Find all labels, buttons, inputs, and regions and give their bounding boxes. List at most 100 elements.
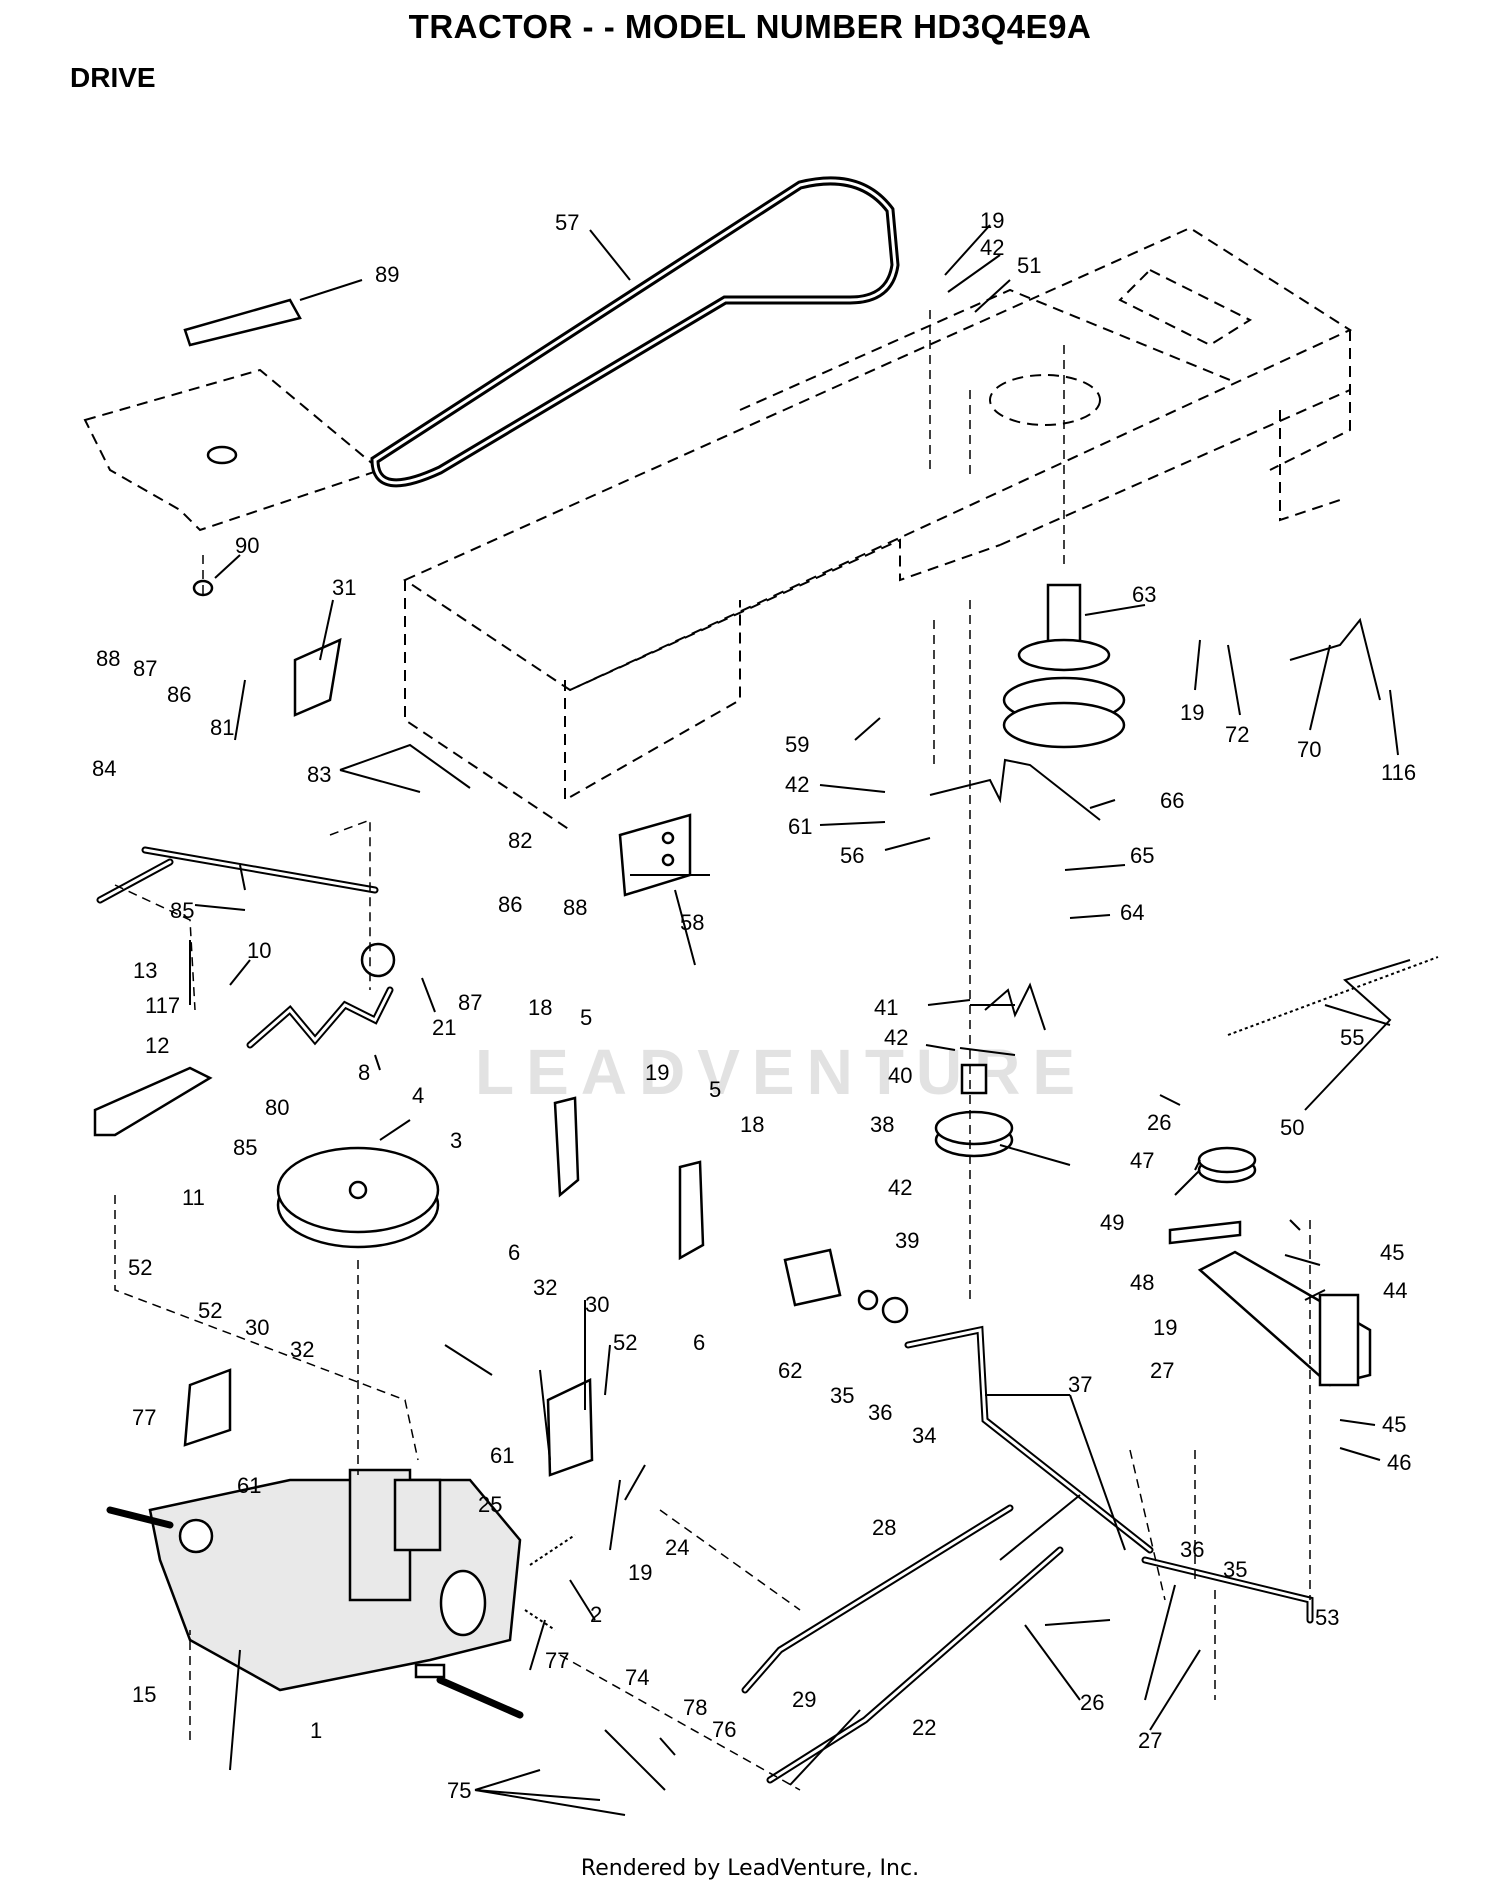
callout-81: 81: [210, 715, 234, 740]
callout-29: 29: [792, 1687, 816, 1712]
callout-27: 27: [1138, 1728, 1162, 1753]
callout-47: 47: [1130, 1148, 1154, 1173]
callout-85: 85: [170, 898, 194, 923]
callout-19: 19: [1180, 700, 1204, 725]
section-title: DRIVE: [70, 62, 156, 93]
callout-44: 44: [1383, 1278, 1407, 1303]
callout-26: 26: [1080, 1690, 1104, 1715]
callout-75: 75: [447, 1778, 471, 1803]
callout-62: 62: [778, 1358, 802, 1383]
callout-30: 30: [245, 1315, 269, 1340]
callout-56: 56: [840, 843, 864, 868]
callout-35: 35: [830, 1383, 854, 1408]
callout-53: 53: [1315, 1605, 1339, 1630]
callout-45: 45: [1380, 1240, 1404, 1265]
callout-65: 65: [1130, 843, 1154, 868]
callout-28: 28: [872, 1515, 896, 1540]
callout-35: 35: [1223, 1557, 1247, 1582]
callout-21: 21: [432, 1015, 456, 1040]
callout-40: 40: [888, 1063, 912, 1088]
callout-19: 19: [980, 208, 1004, 233]
frame-outline: [402, 226, 1353, 831]
callout-52: 52: [613, 1330, 637, 1355]
callout-52: 52: [128, 1255, 152, 1280]
alignment-lines: [114, 310, 1311, 1791]
callout-88: 88: [563, 895, 587, 920]
callout-18: 18: [740, 1112, 764, 1137]
callout-25: 25: [478, 1492, 502, 1517]
callout-82: 82: [508, 828, 532, 853]
callout-117: 117: [145, 993, 180, 1018]
callout-63: 63: [1132, 582, 1156, 607]
callout-55: 55: [1340, 1025, 1364, 1050]
callout-116: 116: [1381, 760, 1416, 785]
parts-graphics: [93, 583, 1439, 1719]
callout-59: 59: [785, 732, 809, 757]
callout-37: 37: [1068, 1372, 1092, 1397]
callout-12: 12: [145, 1033, 169, 1058]
callout-5: 5: [580, 1005, 592, 1030]
callout-11: 11: [182, 1185, 205, 1210]
callout-6: 6: [693, 1330, 705, 1355]
callout-72: 72: [1225, 722, 1249, 747]
callout-80: 80: [265, 1095, 289, 1120]
footer-credit: Rendered by LeadVenture, Inc.: [580, 1856, 920, 1881]
callout-32: 32: [290, 1337, 314, 1362]
page-title: TRACTOR - - MODEL NUMBER HD3Q4E9A: [408, 8, 1092, 45]
callout-4: 4: [412, 1083, 424, 1108]
callout-22: 22: [912, 1715, 936, 1740]
callout-88: 88: [96, 646, 120, 671]
callout-90: 90: [235, 533, 259, 558]
callout-42: 42: [980, 235, 1004, 260]
callout-6: 6: [508, 1240, 520, 1265]
callout-19: 19: [628, 1560, 652, 1585]
callout-30: 30: [585, 1292, 609, 1317]
callout-1: 1: [310, 1718, 322, 1743]
callout-84: 84: [92, 756, 116, 781]
callout-34: 34: [912, 1423, 936, 1448]
callout-49: 49: [1100, 1210, 1124, 1235]
callout-77: 77: [132, 1405, 156, 1430]
callout-42: 42: [884, 1025, 908, 1050]
callout-36: 36: [868, 1400, 892, 1425]
callout-52: 52: [198, 1298, 222, 1323]
callout-86: 86: [167, 682, 191, 707]
callout-57: 57: [555, 210, 579, 235]
callout-24: 24: [665, 1535, 689, 1560]
callout-38: 38: [870, 1112, 894, 1137]
drive-belt: [370, 176, 900, 488]
callout-45: 45: [1382, 1412, 1406, 1437]
callout-32: 32: [533, 1275, 557, 1300]
callout-51: 51: [1017, 253, 1041, 278]
callout-87: 87: [458, 990, 482, 1015]
callout-70: 70: [1297, 737, 1321, 762]
callout-36: 36: [1180, 1537, 1204, 1562]
callout-48: 48: [1130, 1270, 1154, 1295]
callout-42: 42: [785, 772, 809, 797]
callout-5: 5: [709, 1077, 721, 1102]
callout-46: 46: [1387, 1450, 1411, 1475]
callout-2: 2: [590, 1602, 602, 1627]
callout-42: 42: [888, 1175, 912, 1200]
callout-15: 15: [132, 1682, 156, 1707]
callout-27: 27: [1150, 1358, 1174, 1383]
callout-19: 19: [645, 1060, 669, 1085]
callout-77: 77: [545, 1648, 569, 1673]
callout-86: 86: [498, 892, 522, 917]
callout-83: 83: [307, 762, 331, 787]
callout-3: 3: [450, 1128, 462, 1153]
callout-76: 76: [712, 1717, 736, 1742]
callout-74: 74: [625, 1665, 649, 1690]
callout-31: 31: [332, 575, 356, 600]
callout-26: 26: [1147, 1110, 1171, 1135]
callout-78: 78: [683, 1695, 707, 1720]
callout-58: 58: [680, 910, 704, 935]
callout-18: 18: [528, 995, 552, 1020]
callout-10: 10: [247, 938, 271, 963]
left-body-panel: [83, 298, 383, 597]
callout-labels: 57 89 90 19 42 51 63 31 19 72 70 116 88 …: [92, 208, 1416, 1803]
callout-64: 64: [1120, 900, 1144, 925]
callout-19: 19: [1153, 1315, 1177, 1340]
callout-13: 13: [133, 958, 157, 983]
